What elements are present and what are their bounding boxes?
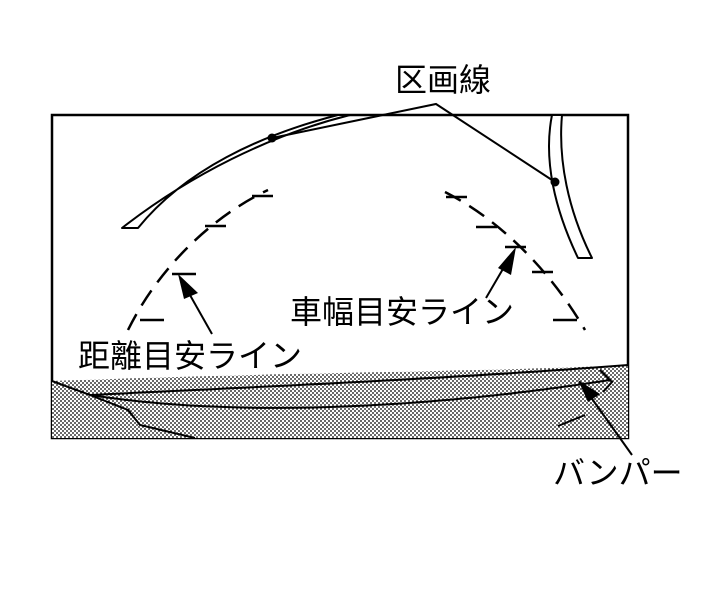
label-bumper: バンパー [553,454,683,492]
leader-dot-right [550,177,560,187]
bumper-right-notch [557,369,614,427]
distance-guide-arrow [178,274,213,335]
left-width-guide [126,188,269,331]
width-guide-arrow [485,247,516,299]
left-parking-line [121,114,351,229]
label-distance-guide: 距離目安ライン [78,337,303,375]
right-parking-line [548,114,593,259]
bumper-area-main [52,365,628,438]
label-parking-lines: 区画線 [395,61,492,99]
bumper-lower-edge [89,394,196,439]
parking-line-leaders [271,102,556,183]
bumper-top-edge [51,364,629,397]
bumper-arrow [578,380,633,456]
left-distance-ticks [140,194,273,322]
right-width-guide [444,190,587,331]
label-vehicle-width-guide: 車幅目安ライン [290,293,515,331]
leader-dot-left [267,133,277,143]
right-distance-ticks [446,195,577,322]
bumper-area [52,381,195,438]
bumper-inner-edge [89,379,611,409]
